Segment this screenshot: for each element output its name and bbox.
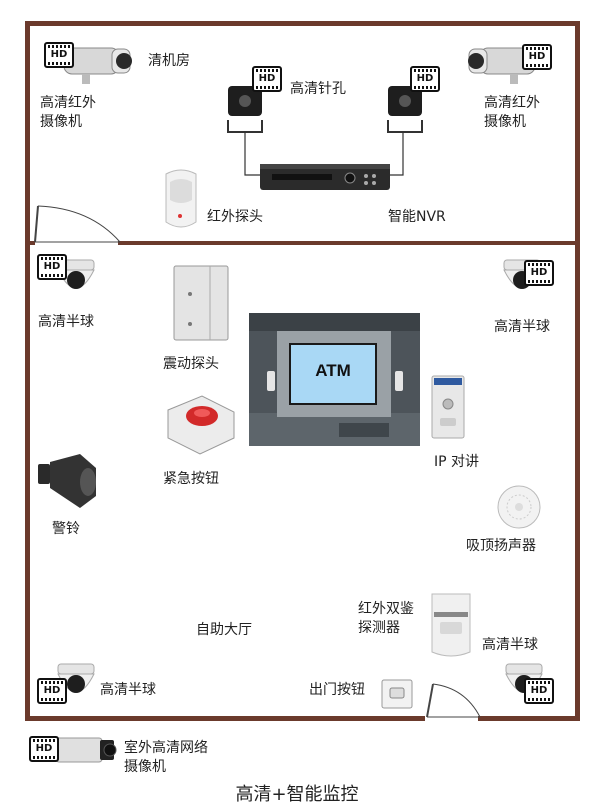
hd-ir-camera-right-label: 高清红外摄像机	[484, 95, 540, 130]
ir-dual-detector-label: 红外双鉴探测器	[358, 601, 414, 636]
pinhole-camera-icon	[387, 86, 423, 133]
vibration-probe-label: 震动探头	[163, 356, 219, 372]
exit-button-icon	[381, 679, 413, 709]
hd-pinhole-label: 高清针孔	[290, 81, 346, 97]
hd-dome-left-bottom-label: 高清半球	[100, 682, 156, 698]
wall-top	[25, 21, 580, 26]
emergency-button-icon	[167, 395, 235, 455]
ir-bullet-camera-icon	[63, 47, 132, 84]
wall-middle-left	[25, 241, 35, 245]
ceiling-speaker-icon	[497, 485, 541, 529]
self-service-hall-label: 自助大厅	[196, 622, 252, 638]
ir-dual-detector-icon	[431, 593, 471, 657]
wall-left	[25, 21, 30, 721]
wall-bottom-right	[478, 716, 580, 721]
door-swing-server-room	[34, 205, 121, 243]
ir-probe-label: 红外探头	[207, 209, 263, 225]
alarm-bell-label: 警铃	[52, 521, 80, 537]
ceiling-speaker-label: 吸顶扬声器	[466, 538, 536, 554]
hd-dome-right-bottom-label: 高清半球	[482, 637, 538, 653]
nvr-wiring	[244, 132, 404, 176]
wall-right	[575, 21, 580, 721]
hd-dome-right-top-label: 高清半球	[494, 319, 550, 335]
atm-machine: ATM	[249, 313, 420, 446]
diagram-caption: 高清+智能监控	[235, 784, 359, 805]
hd-ir-camera-left-label: 高清红外摄像机	[40, 95, 96, 130]
hd-badge-icon: HD	[252, 66, 282, 92]
atm-screen-text: ATM	[315, 361, 351, 380]
hd-badge-icon: HD	[524, 678, 554, 704]
hd-badge-icon: HD	[29, 736, 59, 762]
emergency-button-label: 紧急按钮	[163, 471, 219, 487]
vibration-probe-icon	[173, 265, 229, 341]
wall-bottom-left	[25, 716, 425, 721]
dome-camera-icon	[57, 259, 95, 289]
hd-badge-icon: HD	[37, 678, 67, 704]
server-room-label: 清机房	[148, 53, 190, 69]
wall-middle-right	[118, 241, 580, 245]
exit-button-label: 出门按钮	[309, 682, 365, 698]
hd-badge-icon: HD	[44, 42, 74, 68]
nvr-recorder-icon	[260, 164, 390, 190]
door-swing-exit	[426, 683, 481, 718]
ir-probe-icon	[165, 169, 197, 228]
hd-badge-icon: HD	[524, 260, 554, 286]
atm-screen	[289, 343, 377, 405]
hd-badge-icon: HD	[522, 44, 552, 70]
outdoor-camera-icon	[55, 737, 117, 763]
smart-nvr-label: 智能NVR	[388, 209, 446, 225]
hd-dome-left-top-label: 高清半球	[38, 314, 94, 330]
hd-badge-icon: HD	[37, 254, 67, 280]
ip-intercom-label: IP 对讲	[434, 454, 480, 470]
outdoor-camera-label: 室外高清网络摄像机	[124, 740, 208, 775]
pinhole-camera-icon	[227, 86, 263, 133]
ip-intercom-icon	[431, 375, 465, 439]
alarm-bell-icon	[38, 454, 96, 508]
hd-badge-icon: HD	[410, 66, 440, 92]
